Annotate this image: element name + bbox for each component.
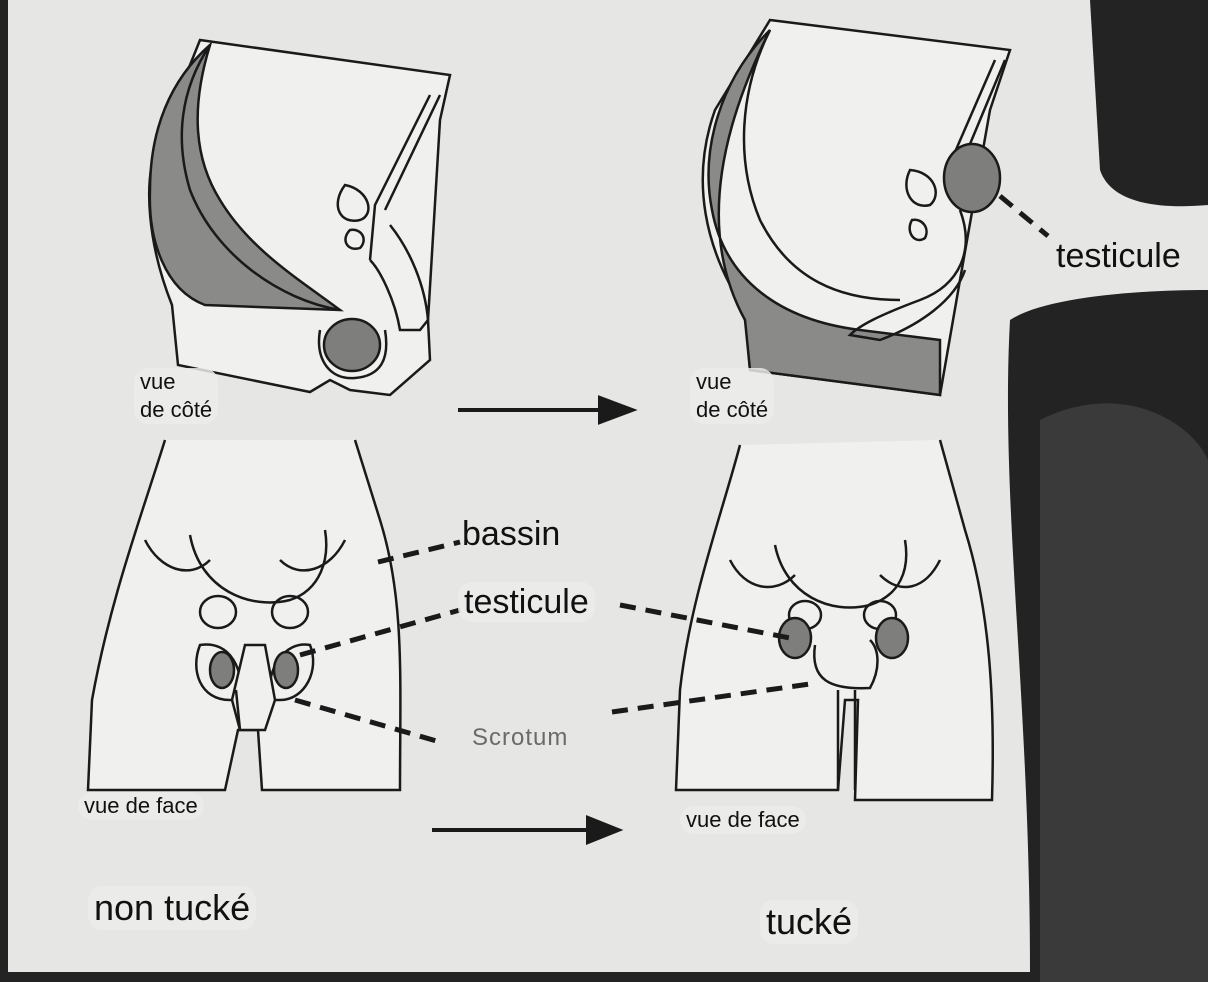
photo-region: [1040, 403, 1208, 982]
label-side-view-left-line2: de côté: [140, 396, 212, 424]
label-side-view-left-line1: vue: [140, 368, 212, 396]
label-side-view-right: vue de côté: [690, 368, 774, 424]
label-tucke: tucké: [760, 900, 858, 944]
label-testicule-top: testicule: [1052, 236, 1185, 276]
label-side-view-right-line2: de côté: [696, 396, 768, 424]
label-testicule-mid: testicule: [458, 582, 595, 622]
label-side-view-left: vue de côté: [134, 368, 218, 424]
label-front-view-left: vue de face: [78, 792, 204, 820]
label-scrotum: Scrotum: [472, 724, 568, 752]
label-side-view-right-line1: vue: [696, 368, 768, 396]
side-view-untucked: [149, 40, 450, 395]
label-bassin: bassin: [462, 514, 560, 554]
label-front-view-right: vue de face: [680, 806, 806, 834]
label-non-tucke: non tucké: [88, 886, 256, 930]
